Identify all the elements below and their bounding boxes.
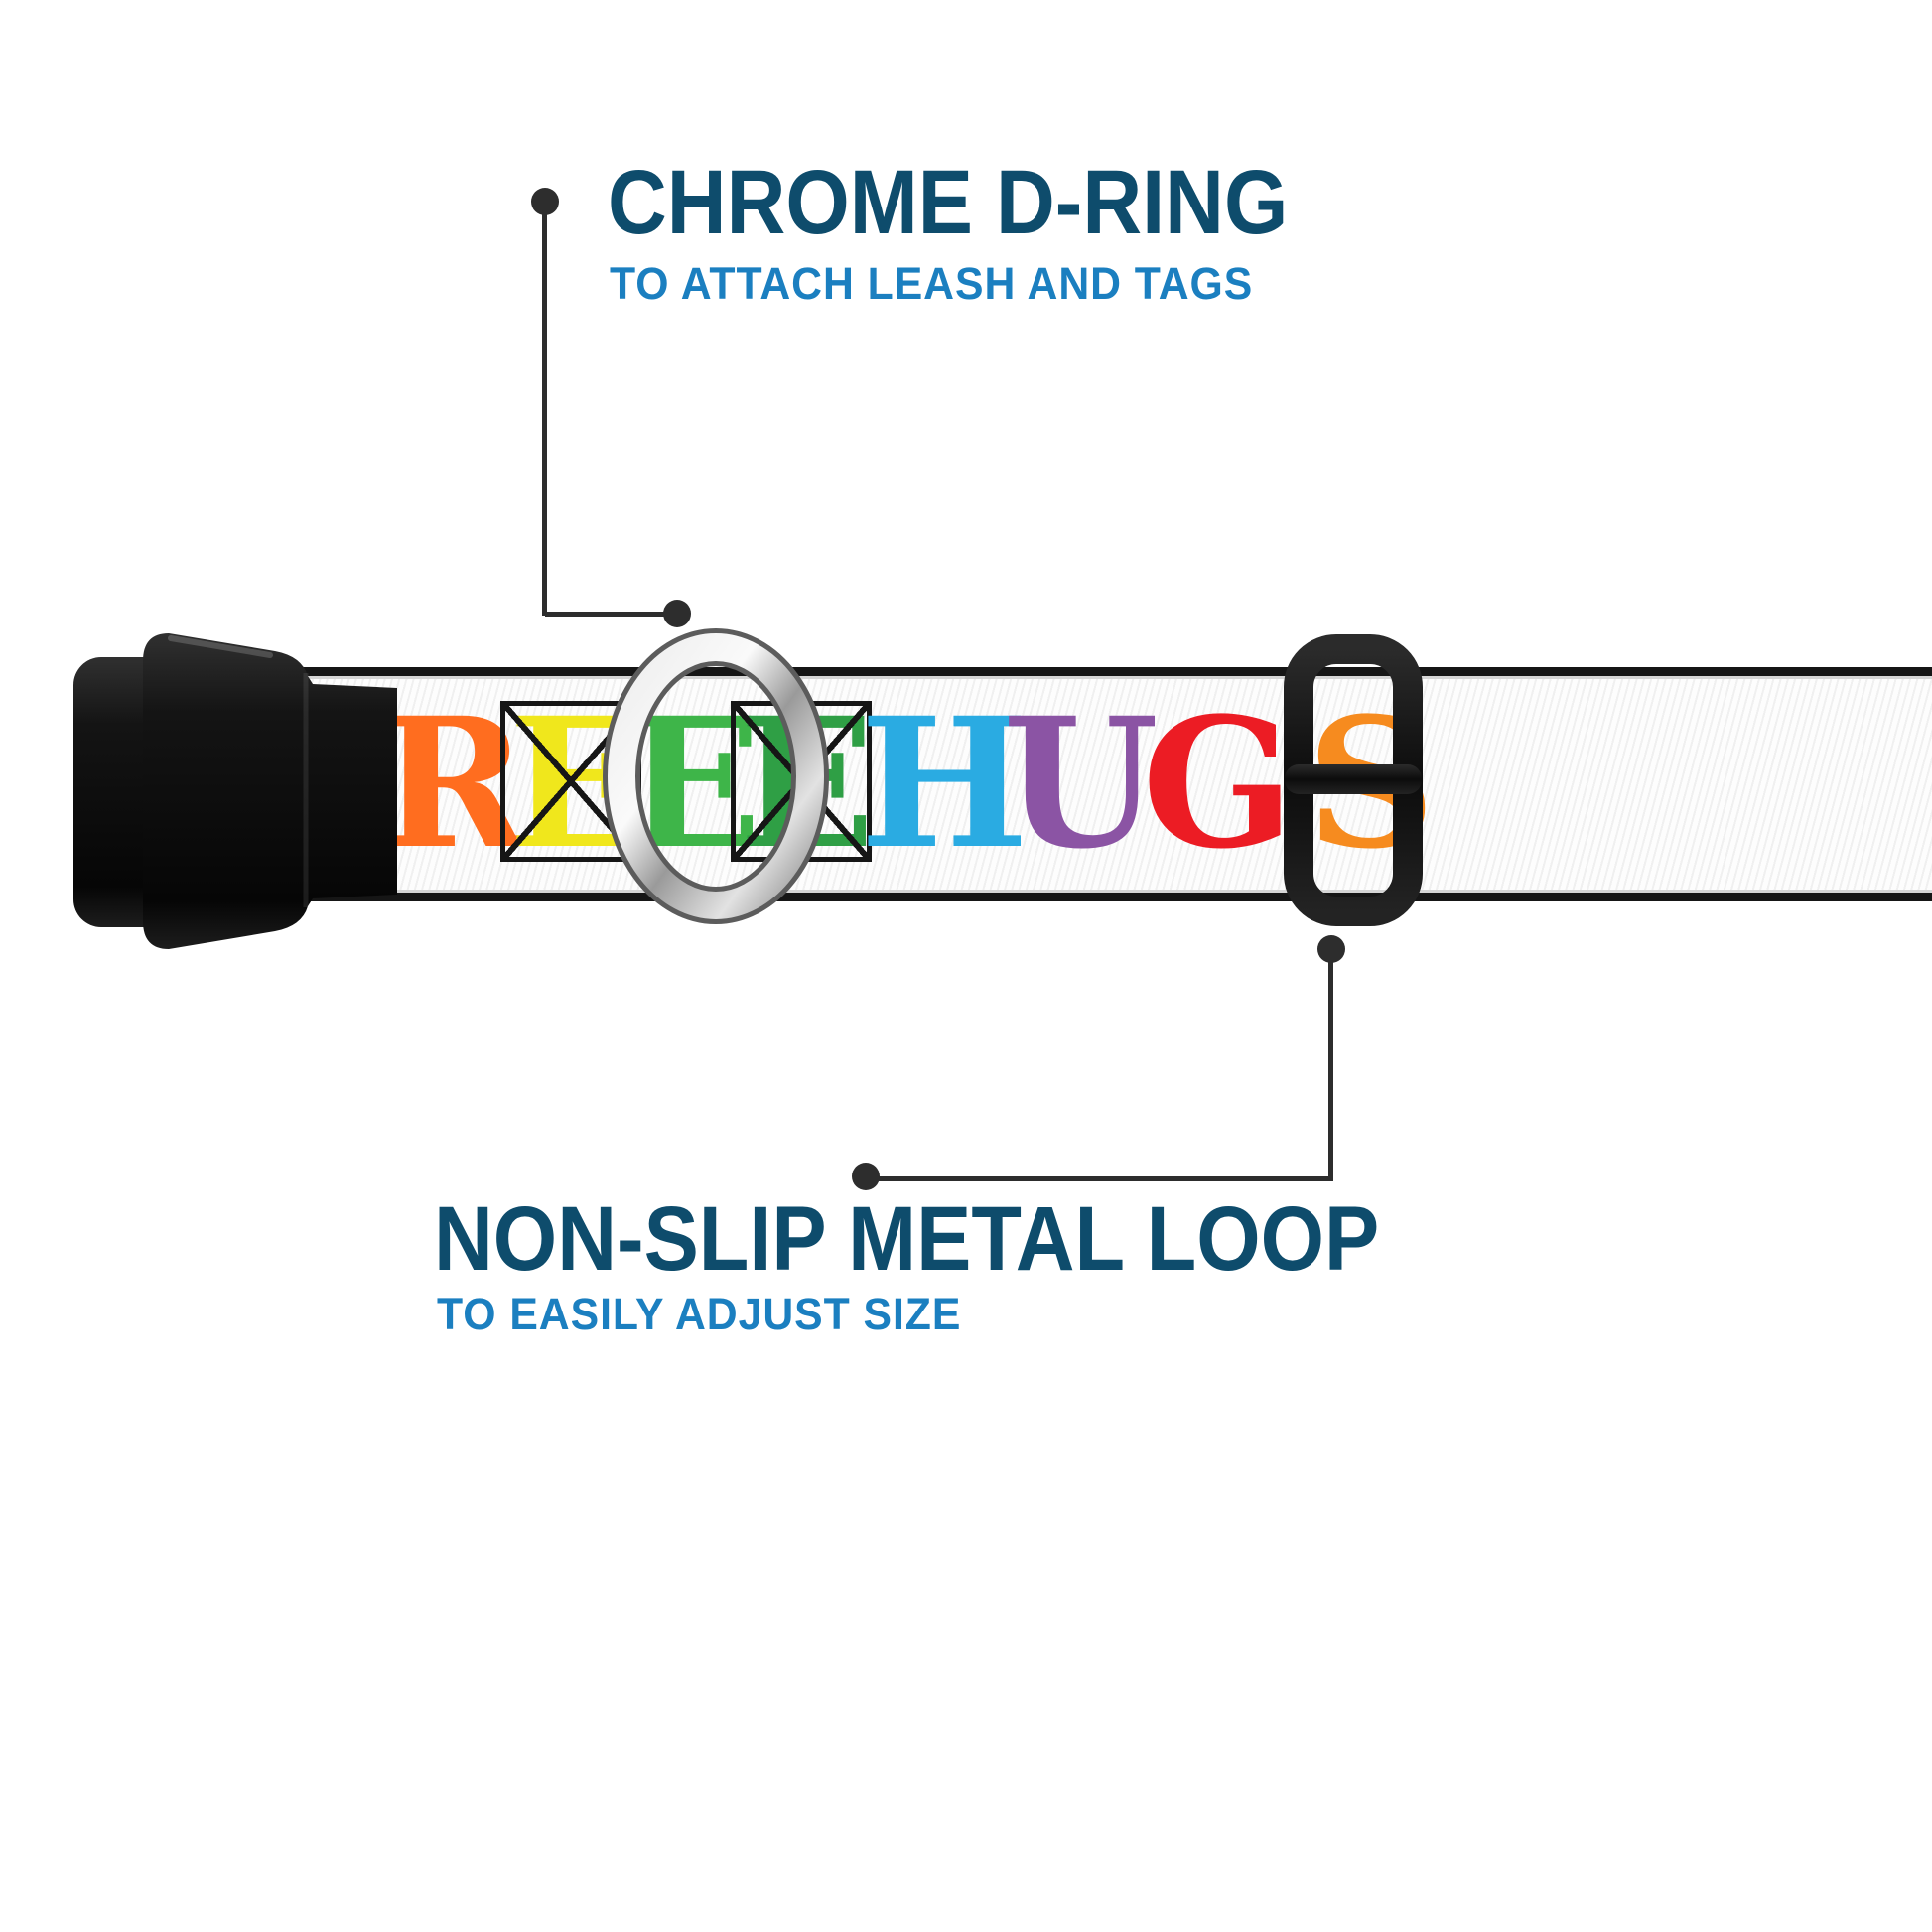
annotation-subtitle-bottom: TO EASILY ADJUST SIZE [437,1289,962,1339]
non-slip-metal-loop [1284,634,1423,926]
slider-center-bar [1285,764,1422,794]
buckle-body [143,633,397,949]
annotation-title-bottom: NON-SLIP METAL LOOP [434,1188,1380,1290]
callout-line-horizontal [866,1176,1333,1181]
collar-letter: U [1003,679,1159,889]
annotation-title-top: CHROME D-RING [608,152,1289,253]
callout-line-horizontal [545,612,680,617]
callout-dot [852,1163,880,1190]
callout-dot [663,600,691,627]
collar-letter: H [860,679,1030,889]
d-ring-chrome-surface [608,633,824,919]
annotation-subtitle-top: TO ATTACH LEASH AND TAGS [610,258,1254,309]
collar-letter: G [1142,679,1295,889]
callout-line-vertical [1328,949,1333,1181]
plastic-side-release-buckle [73,633,397,949]
callout-line-vertical [542,202,547,616]
chrome-d-ring [603,628,829,924]
buckle-highlight [168,635,273,658]
